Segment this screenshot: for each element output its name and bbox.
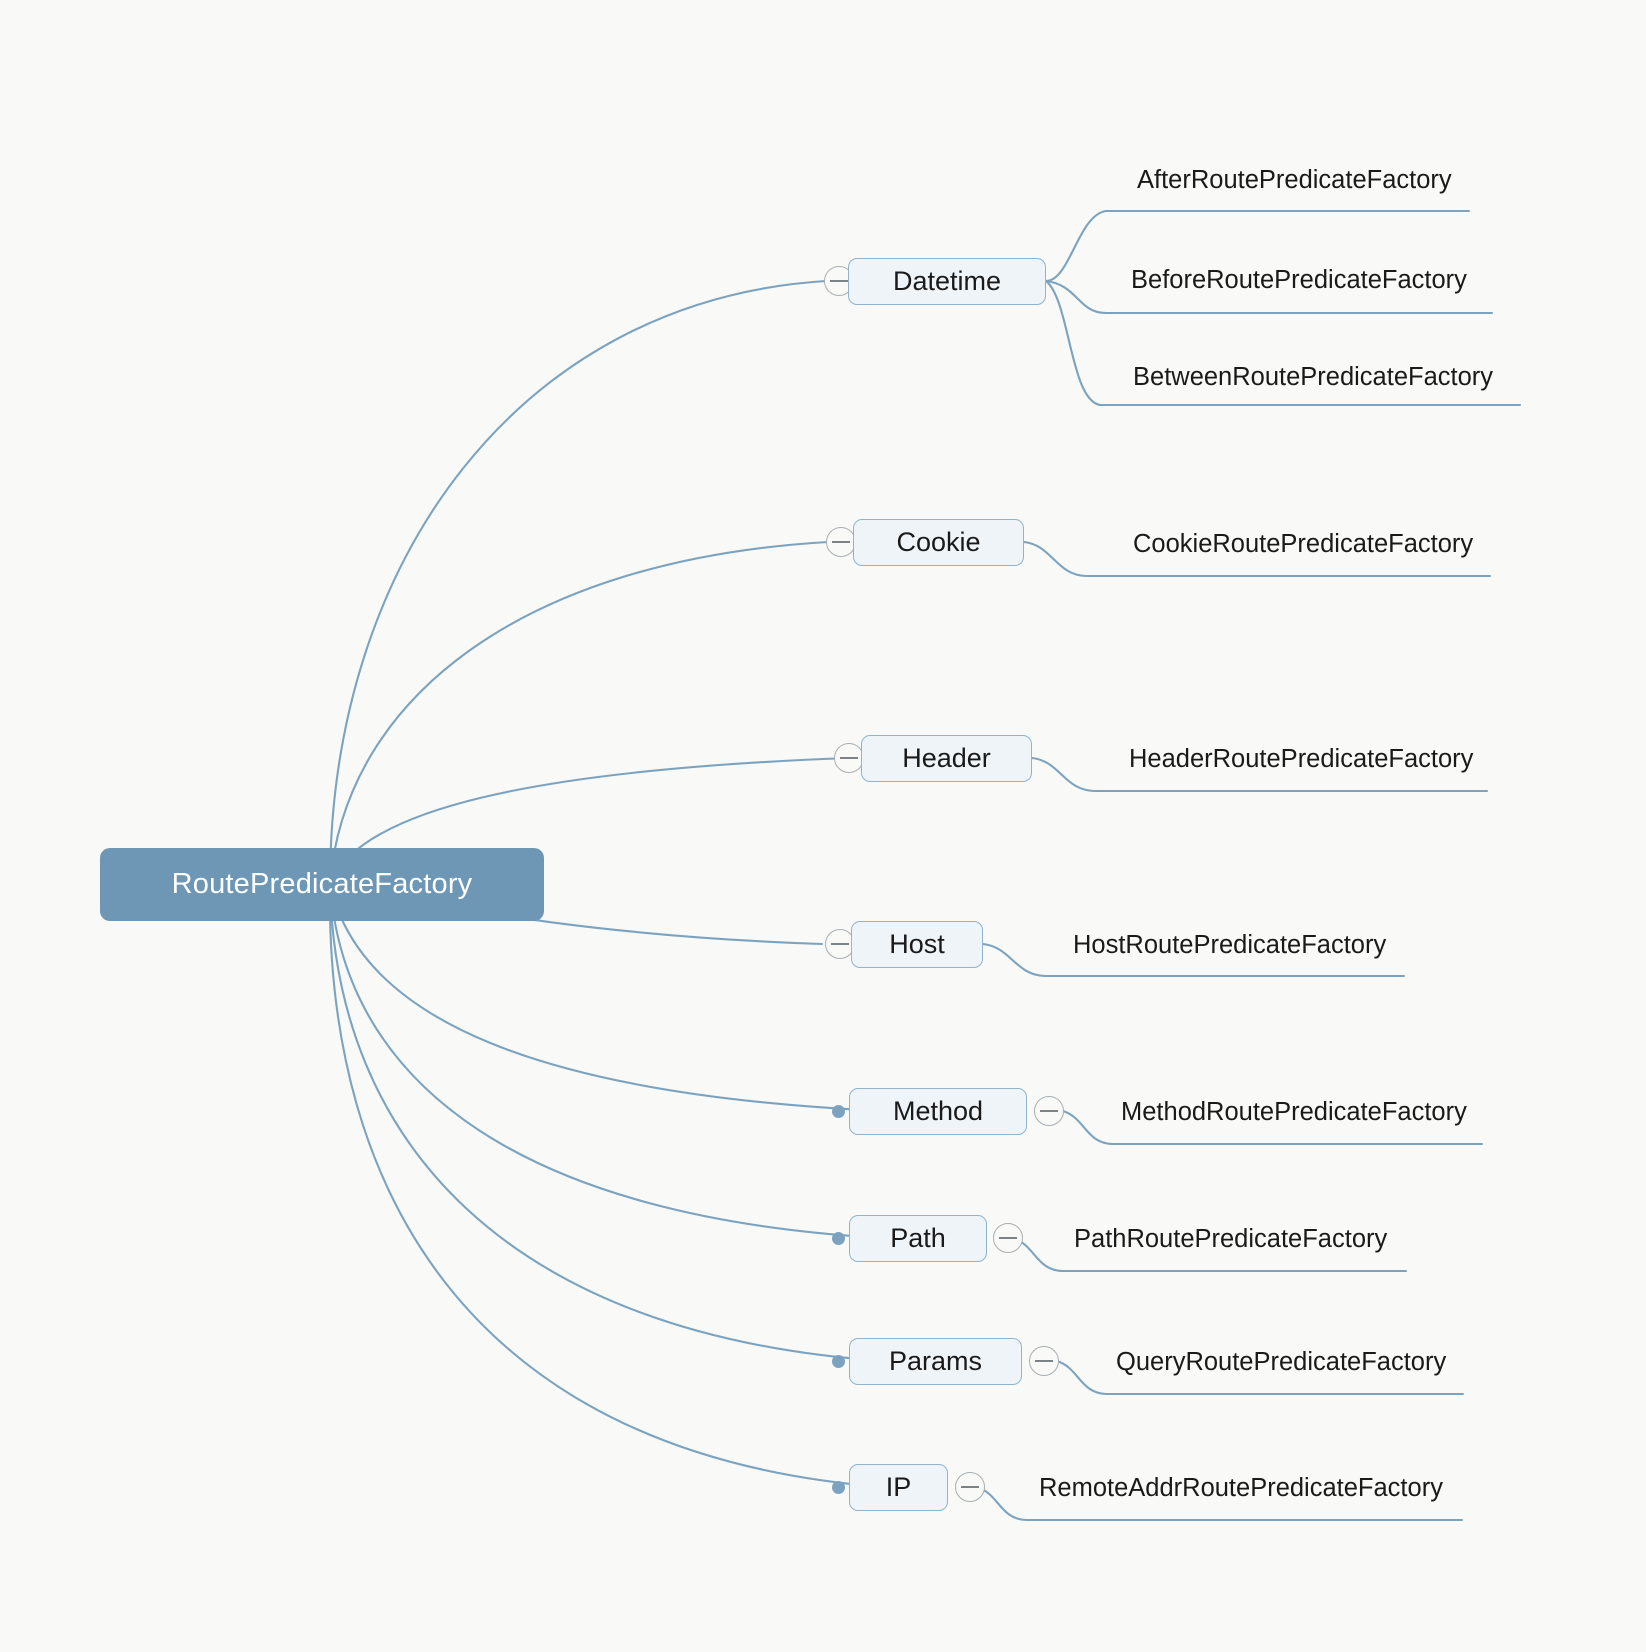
collapse-minus-circle-icon-cookie[interactable] xyxy=(826,527,856,557)
bullet-dot-icon-params xyxy=(832,1355,845,1368)
collapse-minus-circle-icon-params[interactable] xyxy=(1029,1346,1059,1376)
branch-node-path[interactable]: Path xyxy=(849,1215,987,1262)
collapse-minus-circle-icon-method[interactable] xyxy=(1034,1096,1064,1126)
branch-node-label: Cookie xyxy=(896,527,981,557)
branch-node-label: Header xyxy=(902,743,991,773)
branch-node-label: Method xyxy=(892,1096,984,1126)
branch-node-method[interactable]: Method xyxy=(849,1088,1027,1135)
branch-node-cookie[interactable]: Cookie xyxy=(853,519,1024,566)
branch-node-header[interactable]: Header xyxy=(861,735,1032,782)
root-node[interactable]: RoutePredicateFactory xyxy=(100,848,544,921)
bullet-dot-icon-ip xyxy=(832,1481,845,1494)
bullet-dot-icon-method xyxy=(832,1105,845,1118)
leaf-node-query-factory[interactable]: QueryRoutePredicateFactory xyxy=(1116,1348,1447,1376)
bullet-dot-icon-path xyxy=(832,1232,845,1245)
edge-root-ip xyxy=(328,882,885,1489)
leaf-node-between[interactable]: BetweenRoutePredicateFactory xyxy=(1133,363,1494,391)
edge-root-cookie xyxy=(328,540,830,886)
collapse-minus-circle-icon-header[interactable] xyxy=(834,743,864,773)
leaf-node-path-factory[interactable]: PathRoutePredicateFactory xyxy=(1074,1225,1388,1253)
root-node-label: RoutePredicateFactory xyxy=(171,868,473,900)
collapse-minus-circle-icon-path[interactable] xyxy=(993,1223,1023,1253)
branch-node-label: Host xyxy=(889,929,945,959)
branch-node-datetime[interactable]: Datetime xyxy=(848,258,1046,305)
branch-node-params[interactable]: Params xyxy=(849,1338,1022,1385)
branch-node-label: Path xyxy=(890,1223,946,1253)
edge-root-path xyxy=(328,882,885,1240)
branch-node-host[interactable]: Host xyxy=(851,921,983,968)
edge-root-params xyxy=(328,882,885,1363)
collapse-minus-circle-icon-ip[interactable] xyxy=(955,1472,985,1502)
leaf-node-host-factory[interactable]: HostRoutePredicateFactory xyxy=(1073,931,1387,959)
leaf-node-cookie-factory[interactable]: CookieRoutePredicateFactory xyxy=(1133,530,1474,558)
leaf-node-before[interactable]: BeforeRoutePredicateFactory xyxy=(1131,266,1467,294)
branch-node-label: IP xyxy=(885,1472,912,1502)
leaf-node-remoteaddr-factory[interactable]: RemoteAddrRoutePredicateFactory xyxy=(1039,1474,1443,1502)
leaf-node-method-factory[interactable]: MethodRoutePredicateFactory xyxy=(1121,1098,1467,1126)
leaf-node-after[interactable]: AfterRoutePredicateFactory xyxy=(1137,166,1452,194)
branch-node-label: Params xyxy=(888,1346,983,1376)
leaf-node-header-factory[interactable]: HeaderRoutePredicateFactory xyxy=(1129,745,1474,773)
branch-node-ip[interactable]: IP xyxy=(849,1464,948,1511)
branch-node-label: Datetime xyxy=(892,266,1002,296)
edge-root-datetime xyxy=(328,279,828,886)
